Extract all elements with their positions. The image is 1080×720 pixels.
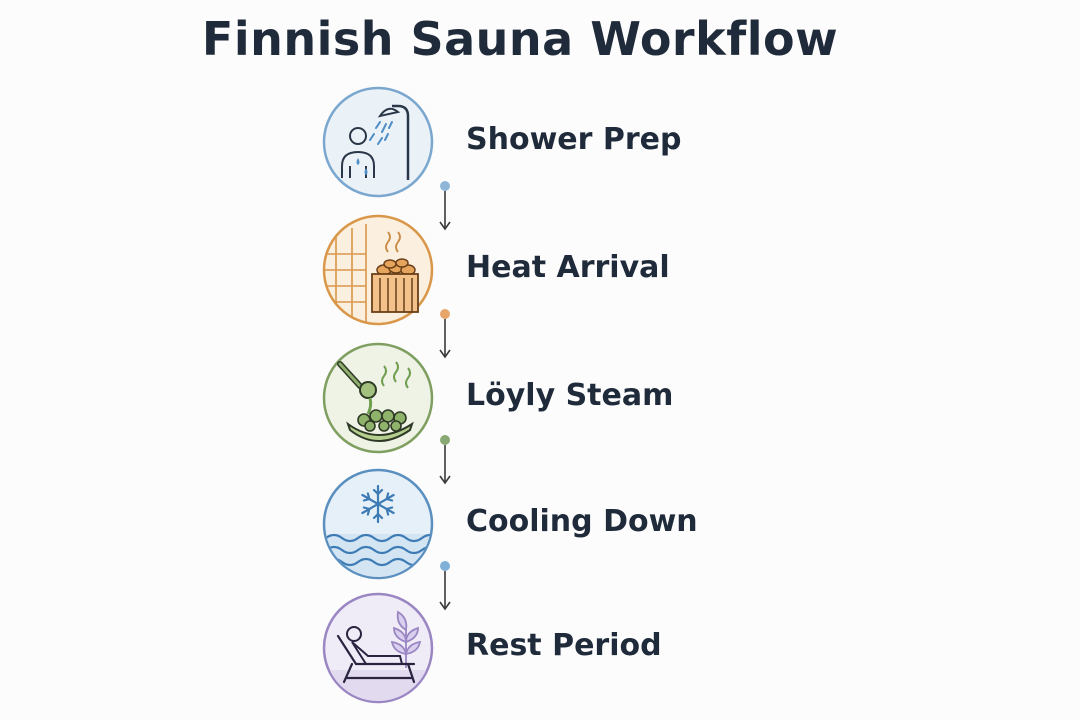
- flow-arrow-4: [433, 560, 457, 612]
- step-shower-prep: Shower Prep: [322, 86, 822, 198]
- step-loyly-steam: Löyly Steam: [322, 342, 822, 454]
- step-label-heat-arrival: Heat Arrival: [466, 250, 670, 285]
- page-title: Finnish Sauna Workflow: [201, 12, 839, 66]
- flow-arrow-3: [433, 434, 457, 486]
- step-rest-period: Rest Period: [322, 592, 822, 704]
- step-heat-arrival: Heat Arrival: [322, 214, 822, 326]
- step-cooling-down: Cooling Down: [322, 468, 822, 580]
- step-label-cooling-down: Cooling Down: [466, 504, 698, 539]
- snowflake-water-icon: [322, 468, 434, 580]
- shower-icon: [322, 86, 434, 198]
- water-ladle-steam-icon: [322, 342, 434, 454]
- sauna-stove-icon: [322, 214, 434, 326]
- step-label-rest-period: Rest Period: [466, 628, 662, 663]
- lounge-chair-icon: [322, 592, 434, 704]
- flow-arrow-1: [433, 180, 457, 232]
- flow-arrow-2: [433, 308, 457, 360]
- step-label-shower-prep: Shower Prep: [466, 122, 682, 157]
- step-label-loyly-steam: Löyly Steam: [466, 378, 674, 413]
